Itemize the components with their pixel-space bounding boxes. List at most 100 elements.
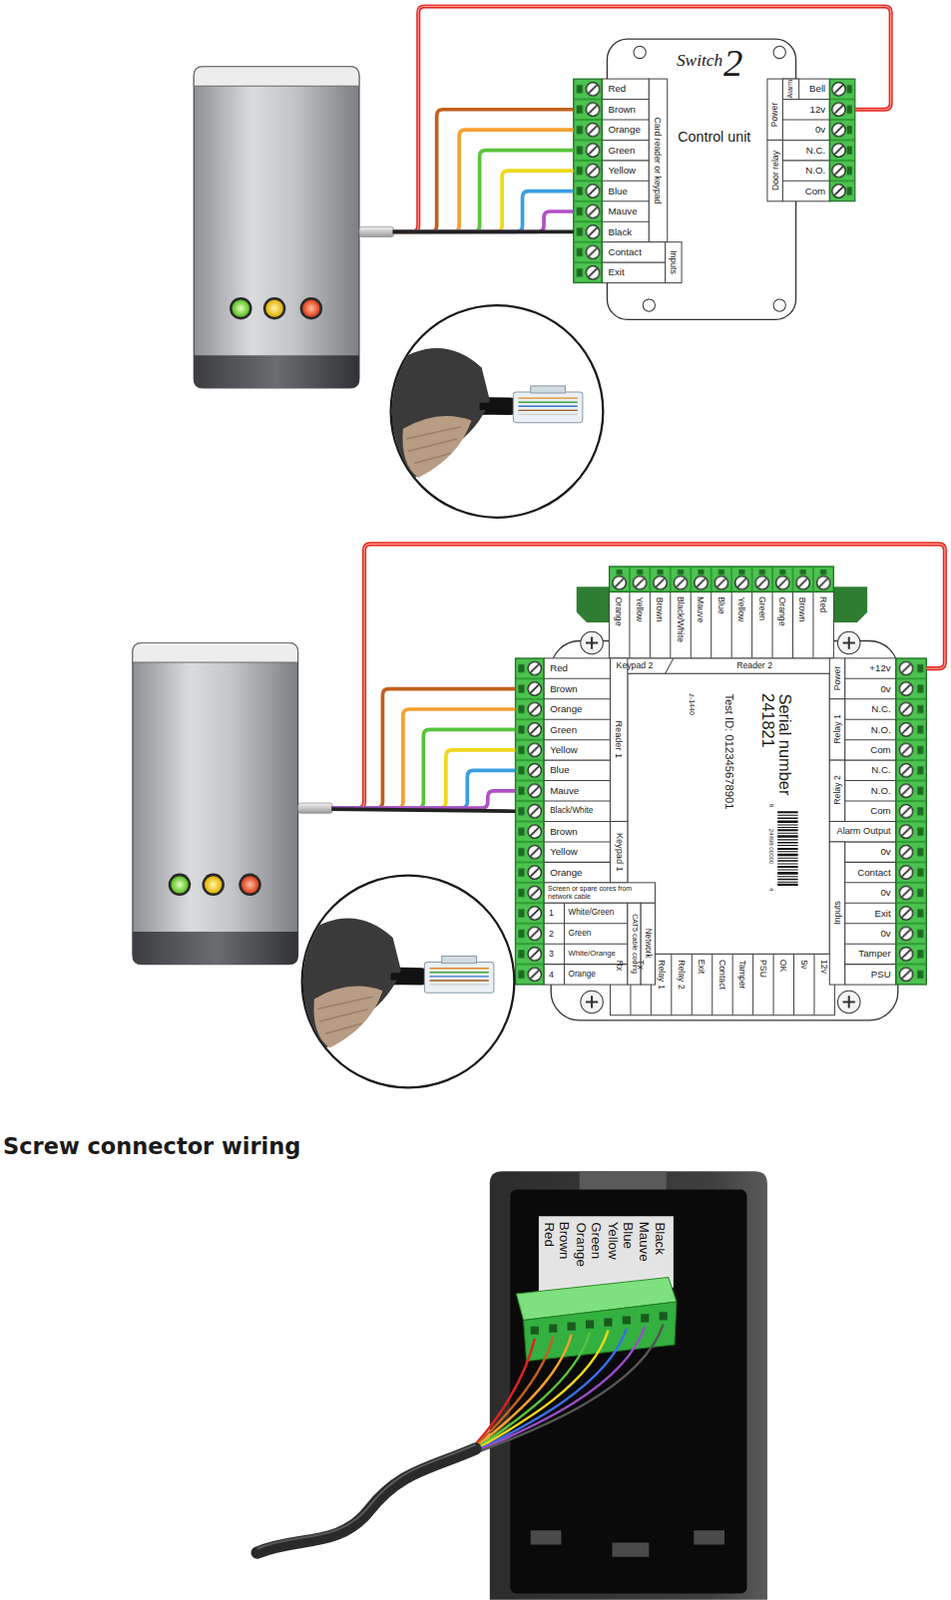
pin-label: Mauve: [695, 596, 706, 623]
column-dividers: [630, 953, 815, 1015]
pin-label: Brown: [798, 596, 809, 622]
reader-cable: [257, 1448, 476, 1553]
housing-clips: [530, 1530, 725, 1558]
pin-label: Com: [870, 805, 892, 817]
logo-numeral: 2: [723, 40, 743, 86]
pin-label: N.C.: [806, 144, 826, 156]
lid-screw: [580, 990, 603, 1013]
pin-label: 24498 00000: [769, 829, 777, 866]
terminal-strip: [896, 658, 928, 985]
green-wire: [474, 1333, 590, 1451]
pin-label: Tamper: [737, 959, 748, 989]
serial-number: 241821: [758, 693, 778, 749]
pin-label: N.O.: [871, 785, 892, 797]
pin-label: Yellow: [549, 846, 578, 858]
pin-label: N.C.: [871, 764, 891, 776]
pin-label: Orange: [549, 703, 582, 715]
group-column: [767, 139, 783, 201]
pin-label: Keypad 1: [613, 832, 625, 872]
yellow-wire: [393, 170, 574, 232]
mauve-wire: [393, 211, 574, 232]
pin-label: N.C.: [871, 703, 891, 715]
pin-label: 4: [769, 888, 777, 892]
group-column: [665, 242, 682, 284]
red-wire: [393, 5, 892, 232]
revision-code: z-1440: [687, 693, 696, 716]
pin-label: 0v: [880, 846, 891, 858]
screw-cross: [585, 995, 598, 1008]
pin-label: Brown: [607, 103, 636, 115]
group-column: [829, 842, 845, 985]
pin-label: Orange: [568, 969, 596, 979]
pin-label: Exit: [874, 908, 891, 920]
brown-wire: [331, 689, 515, 810]
pin-label: Alarm Output: [837, 826, 892, 838]
row-dividers: [543, 903, 628, 985]
note-row: [543, 883, 655, 904]
group-column: [648, 78, 667, 243]
pin-label: Rx: [615, 959, 626, 971]
terminal-strip: [573, 78, 603, 284]
pin-label: Door relay: [770, 150, 781, 191]
pin-label: Power: [770, 101, 781, 127]
pin-label: Mauve: [549, 785, 579, 797]
pin-label: Tamper: [858, 948, 891, 959]
red-wire: [331, 543, 946, 809]
pin-label: Contact: [717, 959, 728, 990]
lid-screw: [837, 631, 860, 654]
pin-label: Relay 1: [656, 959, 667, 989]
pin-label: Exit: [697, 959, 708, 974]
pin-label: 5v: [799, 959, 810, 969]
pin-label: Red: [607, 82, 626, 94]
barcode: [777, 811, 798, 887]
pin-label: Brown: [549, 826, 578, 838]
screw-cross: [843, 995, 856, 1008]
group-column: [609, 658, 627, 823]
mounting-hole: [642, 299, 655, 312]
logo-word: Switch: [676, 50, 723, 71]
lid-panel: [627, 673, 830, 954]
group-column: [829, 658, 845, 700]
black-white-wire: [331, 809, 515, 812]
pin-label: Keypad 2: [616, 660, 654, 671]
lid-screw: [837, 990, 860, 1013]
card-reader: [132, 643, 333, 965]
pin-label: 0v: [880, 887, 891, 899]
mauve-wire: [477, 1327, 646, 1452]
black-wire: [393, 230, 574, 235]
row-dividers: [543, 678, 610, 863]
label-panel: [543, 658, 610, 884]
pin-label: 3: [548, 949, 554, 959]
pin-label: PSU: [758, 959, 769, 978]
pin-label: PSU: [871, 968, 892, 980]
pin-label: Blue: [621, 1222, 635, 1250]
serial-label-panel: Serial number241821Test ID: 012345678901…: [668, 681, 822, 950]
pin-label: Black/White: [549, 806, 593, 816]
pin-label: Yellow: [634, 596, 645, 622]
green-wire: [393, 150, 574, 233]
blue-wire: [331, 770, 515, 809]
orange-wire: [331, 709, 515, 809]
row-dividers: [782, 99, 830, 182]
group-column: [609, 821, 627, 883]
label-panel: [782, 78, 830, 202]
pin-label: 4: [548, 969, 554, 980]
pin-label: Contact: [857, 867, 891, 879]
pin-label: Relay 2: [676, 959, 687, 989]
pin-label: White/Orange: [568, 950, 616, 959]
brown-wire: [393, 109, 574, 233]
group-column: [767, 78, 783, 140]
pin-label: Orange: [777, 596, 788, 626]
pin-label: Bell: [809, 82, 826, 94]
pin-label: Blue: [549, 764, 569, 776]
group-column: [627, 903, 641, 985]
row-dividers: [601, 99, 649, 223]
group-column: [829, 760, 845, 822]
pin-label: Blue: [607, 185, 627, 197]
screw-cross: [585, 636, 598, 649]
pin-label: Screen or spare cores from network cable: [547, 885, 650, 902]
pin-label: Black: [652, 1222, 666, 1255]
pin-label: 0v: [815, 123, 826, 135]
